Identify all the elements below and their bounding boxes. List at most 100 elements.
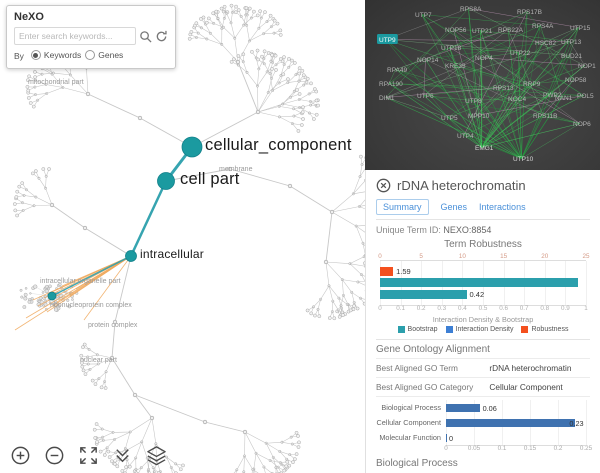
- close-icon[interactable]: [376, 178, 391, 193]
- search-icon[interactable]: [139, 30, 152, 43]
- axis-tick: 0.2: [416, 305, 426, 312]
- gene-node-noc4[interactable]: NOC4: [508, 96, 526, 103]
- gene-node-utp22[interactable]: UTP22: [510, 50, 531, 57]
- go-bar-area: 0.23: [446, 415, 586, 430]
- tree-node-label-membrane[interactable]: membrane: [219, 166, 253, 173]
- gene-node-rps17b[interactable]: RPS17B: [517, 9, 542, 16]
- gene-node-rpa49[interactable]: RPA49: [387, 67, 407, 74]
- gene-node-hsc82[interactable]: HSC82: [535, 40, 556, 47]
- search-mode-keywords[interactable]: Keywords: [30, 50, 82, 60]
- gene-node-rps11b[interactable]: RPS11B: [533, 113, 557, 120]
- radio-label: Keywords: [43, 50, 82, 60]
- collapse-tree-button[interactable]: [110, 443, 134, 467]
- go-bar-area: 0.06: [446, 400, 586, 415]
- tree-node-label-mitochondrial-part[interactable]: mitochondrial part: [28, 79, 84, 86]
- gene-node-utp8[interactable]: UTP8: [465, 98, 482, 105]
- term-node-cellular-component[interactable]: [181, 136, 203, 158]
- axis-tick: 0.4: [458, 305, 467, 312]
- gene-node-utp6[interactable]: UTP6: [417, 93, 434, 100]
- tree-node-label-cell-part[interactable]: cell part: [180, 169, 240, 188]
- legend-swatch: [521, 326, 529, 333]
- layers-button[interactable]: [144, 443, 168, 467]
- tab-genes[interactable]: Genes: [440, 202, 468, 212]
- gene-node-utp15[interactable]: UTP15: [570, 25, 591, 32]
- gene-node-rps8a[interactable]: RPS8A: [460, 6, 482, 13]
- zoom-in-button[interactable]: [8, 443, 32, 467]
- fit-screen-button[interactable]: [76, 443, 100, 467]
- gene-node-utp18[interactable]: UTP18: [441, 45, 462, 52]
- axis-tick: 0.2: [553, 445, 563, 452]
- gene-node-mpp10[interactable]: MPP10: [468, 113, 490, 120]
- go-bar: [446, 433, 448, 442]
- go-alignment-heading: Gene Ontology Alignment: [376, 344, 490, 355]
- tree-node-label-cellular-component[interactable]: cellular_component: [205, 135, 352, 154]
- gene-node-nan1[interactable]: NAN1: [555, 95, 573, 102]
- gene-node-nop1[interactable]: NOP1: [578, 63, 596, 70]
- tree-node-label-nuclear-part[interactable]: nuclear part: [80, 357, 117, 364]
- gene-node-utp13[interactable]: UTP13: [561, 39, 582, 46]
- tree-node-label-intracellular[interactable]: intracellular: [140, 247, 204, 262]
- legend-item-bootstrap: Bootstrap: [397, 326, 438, 333]
- tree-node-label-ribonucleoprotein-complex[interactable]: ribonucleoprotein complex: [50, 302, 132, 309]
- unique-term-label: Unique Term ID:: [376, 225, 441, 235]
- legend-item-robustness: Robustness: [521, 326, 568, 333]
- search-mode-genes[interactable]: Genes: [85, 50, 123, 60]
- gene-node-utp5[interactable]: UTP5: [441, 115, 458, 122]
- go-category-label: Cellular Component: [376, 418, 442, 427]
- gene-node-nop56[interactable]: NOP56: [445, 27, 467, 34]
- gene-node-bud21[interactable]: BUD21: [561, 53, 582, 60]
- gene-node-rpa190[interactable]: RPA190: [379, 81, 403, 88]
- gene-node-nop4[interactable]: NOP4: [475, 55, 493, 62]
- gene-node-pwp2[interactable]: PWP2: [543, 92, 562, 99]
- fit-screen-icon: [79, 446, 97, 464]
- gene-node-pol5[interactable]: POL5: [577, 93, 594, 100]
- gene-node-utp10[interactable]: UTP10: [513, 156, 534, 163]
- robustness-heading: Term Robustness: [444, 239, 522, 250]
- gene-node-utp4[interactable]: UTP4: [457, 133, 474, 140]
- tree-node-label-intracellular-organelle-part[interactable]: intracellular organelle part: [40, 278, 121, 285]
- refresh-icon[interactable]: [155, 30, 168, 43]
- gene-node-nop58[interactable]: NOP58: [565, 77, 587, 84]
- axis-tick: 15: [500, 253, 508, 260]
- bar-bootstrap: [380, 278, 578, 287]
- gene-node-utp21[interactable]: UTP21: [472, 28, 493, 35]
- gene-node-highlight[interactable]: [377, 34, 398, 44]
- gene-node-emg1[interactable]: EMG1: [475, 145, 494, 152]
- gene-node-kre33[interactable]: KRE33: [445, 63, 466, 70]
- unique-term-value: NEXO:8854: [443, 225, 492, 235]
- gene-node-rps4a[interactable]: RPS4A: [532, 23, 554, 30]
- gene-node-rrp9[interactable]: RRP9: [523, 81, 541, 88]
- gene-node-rps22a[interactable]: RPS22A: [498, 27, 524, 34]
- gene-node-rps13[interactable]: RPS13: [493, 85, 514, 92]
- axis-tick: 25: [582, 253, 590, 260]
- axis-tick: 0: [444, 445, 448, 452]
- tree-toolbar: [8, 443, 168, 467]
- term-node-cell-part[interactable]: [157, 172, 175, 190]
- search-input[interactable]: [14, 27, 136, 45]
- gene-node-utp9[interactable]: UTP9: [379, 37, 396, 44]
- zoom-out-button[interactable]: [42, 443, 66, 467]
- gene-node-utp7[interactable]: UTP7: [415, 12, 432, 19]
- gene-node-nop14[interactable]: NOP14: [417, 57, 439, 64]
- go-category-label: Molecular Function: [379, 433, 441, 442]
- go-bar-area: 0: [446, 430, 586, 445]
- gene-node-dim1[interactable]: DIM1: [379, 95, 395, 102]
- tab-summary[interactable]: Summary: [376, 199, 429, 215]
- gene-node-nop6[interactable]: NOP6: [573, 121, 591, 128]
- term-node-intracellular[interactable]: [125, 250, 137, 262]
- bar-value-label: 0.42: [469, 289, 485, 299]
- term-node[interactable]: [47, 291, 57, 301]
- detail-header: rDNA heterochromatin: [376, 177, 590, 194]
- tree-node-label-protein-complex[interactable]: protein complex: [88, 322, 138, 329]
- tab-interactions[interactable]: Interactions: [479, 202, 526, 212]
- interaction-network-panel[interactable]: UTP7 RPS8A RPS17B UTP15 NOP56 UTP21 RPS22A RPS4…: [365, 0, 600, 170]
- ontology-tree-canvas[interactable]: [0, 0, 365, 473]
- interaction-network-canvas[interactable]: UTP7 RPS8A RPS17B UTP15 NOP56 UTP21 RPS22A RPS4…: [365, 0, 600, 170]
- gridline: [586, 261, 587, 305]
